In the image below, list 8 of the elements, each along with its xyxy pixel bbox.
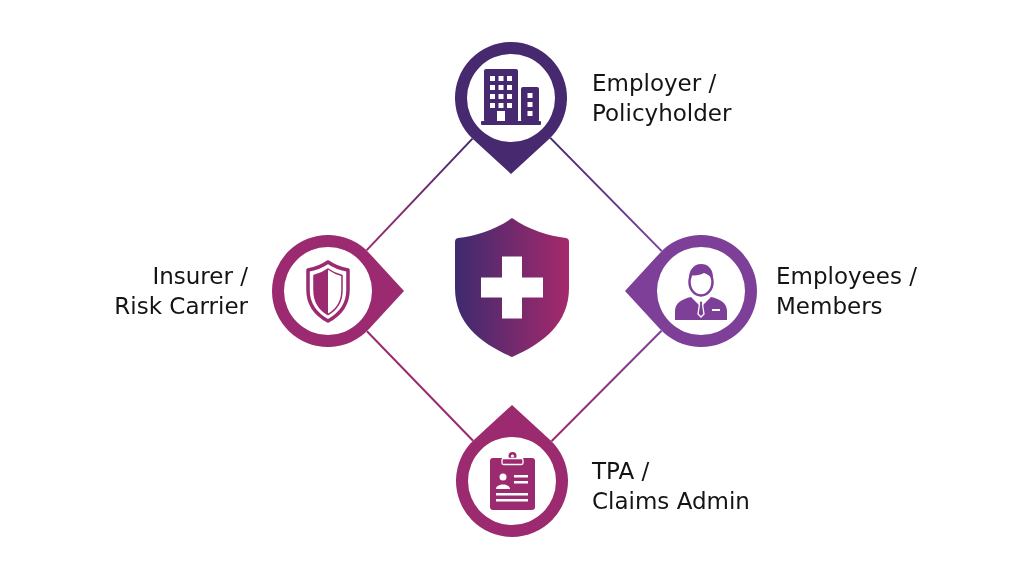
connector-line [550, 329, 663, 443]
connector-line [549, 136, 663, 253]
connector-line [365, 330, 475, 442]
node-label: Employer / Policyholder [592, 69, 732, 128]
node-label: Insurer / Risk Carrier [114, 262, 248, 321]
node-label: Employees / Members [776, 262, 917, 321]
node-label: TPA / Claims Admin [592, 457, 750, 516]
connector-line [365, 137, 474, 252]
